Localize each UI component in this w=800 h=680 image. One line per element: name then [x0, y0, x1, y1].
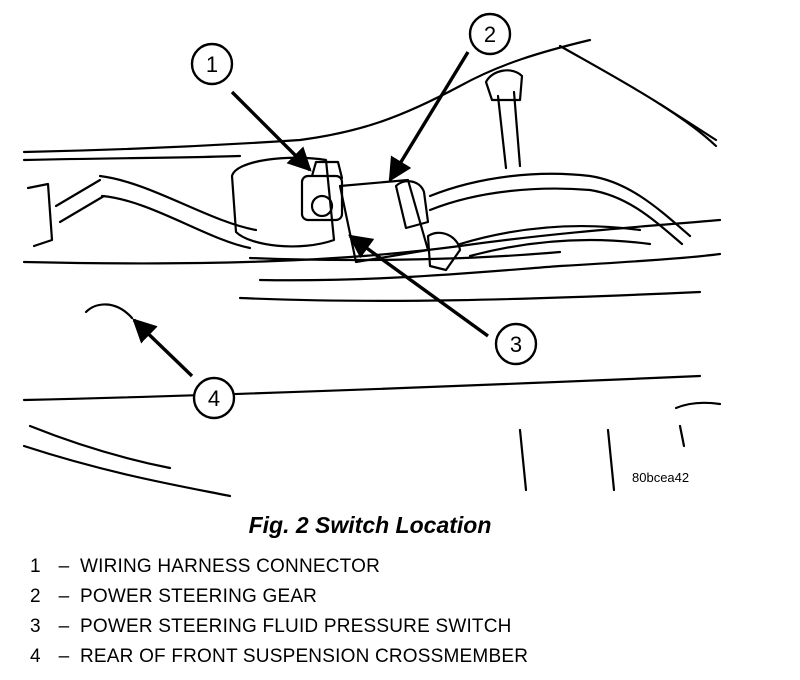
leader-arrow-4	[132, 318, 194, 378]
callout-4: 4	[192, 376, 236, 420]
leader-arrows	[132, 51, 489, 378]
callout-2: 2	[468, 12, 512, 56]
callout-1-number: 1	[206, 52, 218, 77]
legend-number: 2	[30, 586, 41, 607]
legend-label: REAR OF FRONT SUSPENSION CROSSMEMBER	[80, 646, 529, 667]
vehicle-linework	[22, 38, 722, 498]
leader-arrow-1	[230, 90, 312, 172]
legend-dash: –	[58, 586, 70, 607]
legend-item-2: 2–POWER STEERING GEAR	[30, 582, 528, 612]
callout-4-number: 4	[208, 386, 220, 411]
callout-1: 1	[190, 42, 234, 86]
legend-item-1: 1–WIRING HARNESS CONNECTOR	[30, 552, 528, 582]
callout-3: 3	[494, 322, 538, 366]
figure-caption: Fig. 2 Switch Location	[248, 512, 492, 538]
callout-legend: 1–WIRING HARNESS CONNECTOR 2–POWER STEER…	[30, 552, 528, 672]
legend-label: POWER STEERING FLUID PRESSURE SWITCH	[80, 616, 512, 637]
callout-2-number: 2	[484, 22, 496, 47]
legend-item-3: 3–POWER STEERING FLUID PRESSURE SWITCH	[30, 612, 528, 642]
leader-arrow-2	[388, 51, 470, 183]
legend-label: POWER STEERING GEAR	[80, 586, 318, 607]
legend-dash: –	[58, 556, 70, 577]
legend-dash: –	[58, 646, 70, 667]
legend-number: 4	[30, 646, 41, 667]
leader-arrow-3	[348, 234, 489, 338]
callout-3-number: 3	[510, 332, 522, 357]
legend-number: 1	[30, 556, 41, 577]
legend-dash: –	[58, 616, 70, 637]
figure-reference-code: 80bcea42	[632, 470, 689, 485]
legend-label: WIRING HARNESS CONNECTOR	[80, 556, 381, 577]
switch-location-illustration: 1 2 3 4 80bcea42	[22, 12, 722, 498]
legend-item-4: 4–REAR OF FRONT SUSPENSION CROSSMEMBER	[30, 642, 528, 672]
legend-number: 3	[30, 616, 41, 637]
